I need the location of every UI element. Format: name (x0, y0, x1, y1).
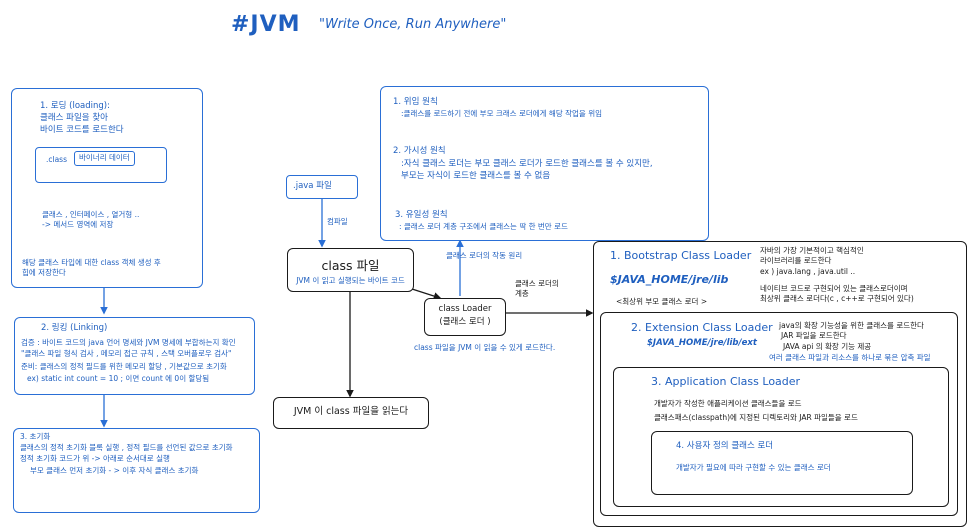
bootstrap-desc-1: 자바의 가장 기본적이고 핵심적인 (760, 246, 864, 255)
hierarchy-note-1: 클래스 로더의 (515, 279, 559, 288)
class-file-title: class 파일 (321, 258, 380, 273)
page-title: #JVM (231, 12, 301, 37)
application-title: 3. Application Class Loader (651, 375, 801, 388)
application-desc-1: 개발자가 작성한 애플리케이션 클래스들을 로드 (654, 399, 802, 408)
loading-box: 1. 로딩 (loading): 클래스 파일을 찾아 바이트 코드를 로드한다… (11, 88, 203, 288)
class-loader-title: class Loader (438, 304, 492, 314)
linking-line3: 준비: 클래스의 정적 필드를 위한 메모리 할당 , 기본값으로 초기화 (21, 362, 227, 371)
loading-title: 1. 로딩 (loading): (40, 101, 110, 111)
extension-desc-1: java의 확장 기능성을 위한 클래스를 로드한다 (779, 321, 924, 330)
extension-desc-4: 여러 클래스 파일과 리소스를 하나로 묶은 압축 파일 (769, 353, 931, 362)
bootstrap-title: 1. Bootstrap Class Loader (610, 249, 752, 262)
extension-desc-2: JAR 파일을 로드한다 (781, 331, 847, 340)
load-note: class 파일을 JVM 이 읽을 수 있게 로드한다. (414, 343, 556, 352)
principle-2-desc2: 부모는 자식이 로드한 클래스를 볼 수 없음 (401, 171, 551, 181)
bootstrap-desc-4: 네이티브 코드로 구현되어 있는 클래스로더이며 (760, 284, 908, 293)
method-area-line2: -> 메서드 영역에 저장 (42, 220, 114, 229)
compile-label: 컴파일 (327, 217, 348, 226)
application-box: 3. Application Class Loader 개발자가 작성한 애플리… (613, 367, 949, 507)
linking-line1: 검증 : 바이트 코드의 java 언어 명세와 JVM 명세에 부합하는지 확… (21, 338, 236, 347)
bootstrap-desc-3: ex ) java.lang , java.util .. (760, 267, 856, 276)
init-line2: 정적 초기화 코드가 위 -> 아래로 순서대로 실행 (20, 454, 170, 463)
arrow-class-to-loader (411, 288, 442, 300)
linking-title: 2. 링킹 (Linking) (41, 323, 108, 333)
loading-line2: 바이트 코드를 로드한다 (40, 125, 124, 135)
binary-data-box: 바이너리 데이터 (74, 151, 135, 166)
bootstrap-path: $JAVA_HOME/jre/lib (610, 273, 729, 286)
init-line1: 클래스의 정적 초기화 블록 실행 , 정적 필드를 선언된 값으로 초기화 (20, 443, 233, 452)
linking-box: 2. 링킹 (Linking) 검증 : 바이트 코드의 java 언어 명세와… (14, 317, 255, 395)
init-line3: 부모 클래스 먼저 초기화 - > 이후 자식 클래스 초기화 (30, 466, 199, 475)
heap-line2: 힙에 저장한다 (22, 268, 66, 277)
user-defined-box: 4. 사용자 정의 클래스 로더 개발자가 필요에 따라 구현할 수 있는 클래… (651, 431, 913, 495)
principle-1-desc: :클래스를 로드하기 전에 부모 크래스 로더에게 해당 작업을 위임 (401, 109, 602, 118)
class-file-box: .class 바이너리 데이터 (35, 147, 167, 183)
principle-3-desc: : 클래스 로더 계층 구조에서 클래스는 딱 한 번만 로드 (399, 222, 568, 231)
java-file-label: .java 파일 (293, 181, 332, 191)
extension-box: 2. Extension Class Loader $JAVA_HOME/jre… (600, 312, 958, 516)
class-label: .class (46, 155, 68, 164)
java-file-box: .java 파일 (286, 175, 358, 199)
bootstrap-desc-5: 최상위 클래스 로더다(c , c++로 구현되어 있다) (760, 294, 914, 303)
principle-1-title: 1. 위임 원칙 (393, 97, 438, 107)
class-loader-subtitle: (클래스 로더 ) (439, 317, 491, 327)
extension-title: 2. Extension Class Loader (631, 321, 773, 334)
page-subtitle: "Write Once, Run Anywhere" (319, 17, 507, 32)
jvm-reads-node: JVM 이 class 파일을 읽는다 (273, 397, 429, 429)
init-title: 3. 초기화 (20, 432, 51, 441)
user-defined-desc: 개발자가 필요에 따라 구현할 수 있는 클래스 로더 (676, 463, 831, 472)
loading-line1: 클래스 파일을 찾아 (40, 113, 108, 123)
heap-line1: 해당 클래스 타입에 대한 class 객체 생성 후 (22, 258, 161, 267)
class-file-node: class 파일 JVM 이 읽고 실행되는 바이트 코드 (287, 248, 414, 292)
extension-desc-3: JAVA api 의 확장 기능 제공 (783, 342, 872, 351)
extension-path: $JAVA_HOME/jre/lib/ext (647, 338, 757, 348)
principles-box: 1. 위임 원칙 :클래스를 로드하기 전에 부모 크래스 로더에게 해당 작업… (380, 86, 709, 241)
bootstrap-box: 1. Bootstrap Class Loader $JAVA_HOME/jre… (593, 241, 967, 527)
bootstrap-desc-2: 라이브러리를 로드한다 (760, 256, 832, 265)
hierarchy-note-2: 계층 (515, 289, 529, 298)
init-box: 3. 초기화 클래스의 정적 초기화 블록 실행 , 정적 필드를 선언된 값으… (13, 428, 260, 513)
principle-2-desc1: :자식 클래스 로더는 부모 클래스 로더가 로드한 클래스를 볼 수 있지만, (401, 159, 653, 169)
principle-note: 클래스 로더의 작동 원리 (446, 251, 523, 260)
principle-2-title: 2. 가시성 원칙 (393, 146, 446, 156)
jvm-reads-label: JVM 이 class 파일을 읽는다 (293, 406, 409, 417)
bootstrap-note: <최상위 부모 클래스 로더 > (616, 297, 708, 306)
linking-line2: "클래스 파일 형식 검사 , 메모리 접근 규칙 , 스택 오버플로우 검사" (21, 349, 232, 358)
linking-line4: ex) static int count = 10 ; 이면 count 에 0… (27, 374, 210, 383)
user-defined-title: 4. 사용자 정의 클래스 로더 (676, 441, 774, 451)
class-file-desc: JVM 이 읽고 실행되는 바이트 코드 (296, 276, 405, 285)
application-desc-2: 클래스패스(classpath)에 지정된 디렉토리와 JAR 파일들을 로드 (654, 413, 858, 422)
method-area-line1: 클래스 , 인터페이스 , 열거형 .. (42, 210, 140, 219)
class-loader-node: class Loader (클래스 로더 ) (424, 298, 506, 336)
principle-3-title: 3. 유일성 원칙 (395, 210, 448, 220)
